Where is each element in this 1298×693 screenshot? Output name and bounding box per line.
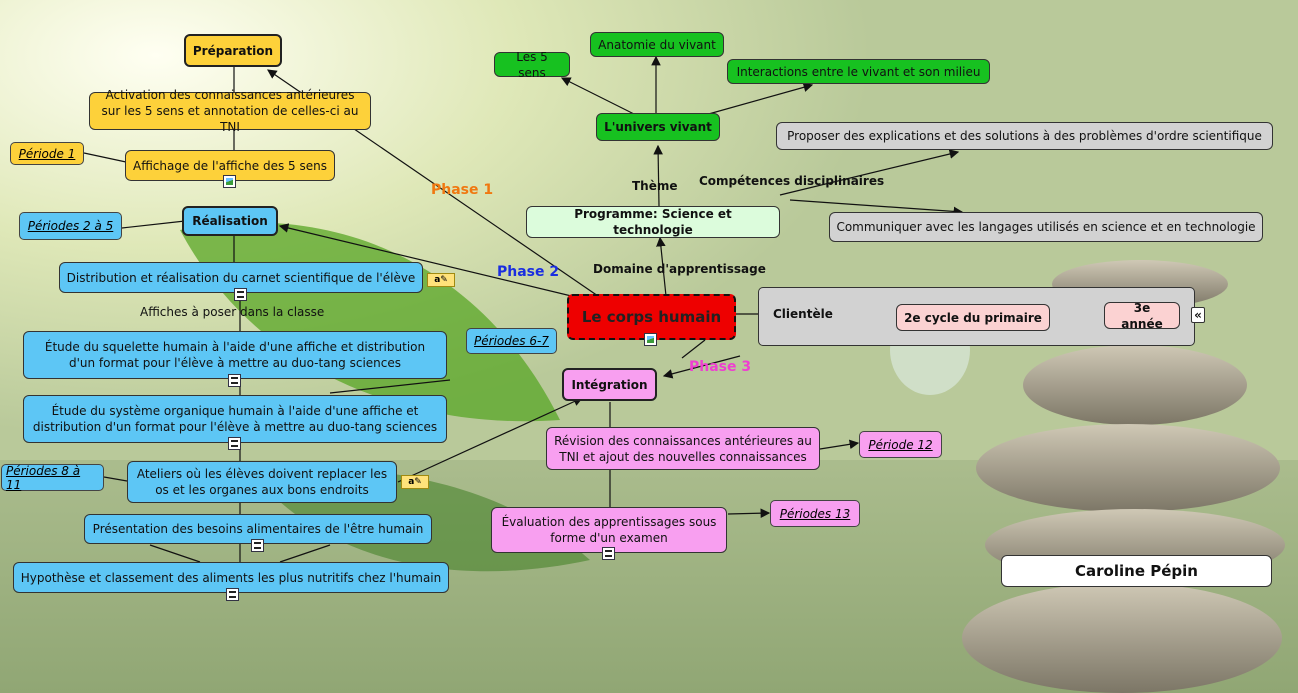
univers-vivant-node[interactable]: L'univers vivant — [596, 113, 720, 141]
collapse-button[interactable]: « — [1191, 307, 1205, 323]
domaine-label: Domaine d'apprentissage — [593, 262, 766, 276]
document-icon[interactable] — [226, 588, 239, 601]
periodes-8-11-link[interactable]: Périodes 8 à 11 — [1, 464, 104, 492]
besoins-node[interactable]: Présentation des besoins alimentaires de… — [84, 514, 432, 544]
systeme-node[interactable]: Étude du système organique humain à l'ai… — [23, 395, 447, 443]
competences-label: Compétences disciplinaires — [699, 174, 885, 188]
document-icon[interactable] — [234, 288, 247, 301]
proposer-node[interactable]: Proposer des explications et des solutio… — [776, 122, 1273, 150]
document-icon[interactable] — [251, 539, 264, 552]
periode-12-link[interactable]: Période 12 — [859, 431, 942, 458]
evaluation-node[interactable]: Évaluation des apprentissages sous forme… — [491, 507, 727, 553]
programme-node[interactable]: Programme: Science et technologie — [526, 206, 780, 238]
clientele-label: Clientèle — [773, 307, 833, 321]
periode-1-link[interactable]: Période 1 — [10, 142, 84, 165]
phase-1-label: Phase 1 — [431, 182, 494, 198]
preparation-node[interactable]: Préparation — [184, 34, 282, 67]
cinq-sens-node[interactable]: Les 5 sens — [494, 50, 570, 80]
periodes-2-5-link[interactable]: Périodes 2 à 5 — [19, 212, 122, 240]
phase-3-label: Phase 3 — [689, 359, 752, 375]
hypothese-node[interactable]: Hypothèse et classement des aliments les… — [13, 562, 449, 593]
communiquer-node[interactable]: Communiquer avec les langages utilisés e… — [829, 212, 1263, 242]
author-box: Caroline Pépin — [1001, 555, 1272, 587]
distribution-node[interactable]: Distribution et réalisation du carnet sc… — [59, 262, 423, 293]
squelette-node[interactable]: Étude du squelette humain à l'aide d'une… — [23, 331, 447, 379]
interactions-node[interactable]: Interactions entre le vivant et son mili… — [727, 59, 990, 84]
image-icon[interactable] — [223, 175, 236, 188]
document-icon[interactable] — [228, 374, 241, 387]
central-topic[interactable]: Le corps humain — [567, 294, 736, 340]
revision-node[interactable]: Révision des connaissances antérieures a… — [546, 427, 820, 470]
phase-2-label: Phase 2 — [497, 264, 560, 280]
image-icon[interactable] — [644, 333, 657, 346]
note-icon[interactable]: a✎ — [401, 475, 429, 489]
anatomie-node[interactable]: Anatomie du vivant — [590, 32, 724, 57]
integration-node[interactable]: Intégration — [562, 368, 657, 401]
annee-node[interactable]: 3e année — [1104, 301, 1180, 331]
document-icon[interactable] — [228, 437, 241, 450]
affiches-label: Affiches à poser dans la classe — [140, 305, 325, 319]
document-icon[interactable] — [602, 547, 615, 560]
ateliers-node[interactable]: Ateliers où les élèves doivent replacer … — [127, 461, 397, 503]
periodes-6-7-link[interactable]: Périodes 6-7 — [466, 328, 557, 354]
note-icon[interactable]: a✎ — [427, 273, 455, 287]
activation-node[interactable]: Activation des connaissances antérieures… — [89, 88, 371, 134]
periodes-13-link[interactable]: Périodes 13 — [770, 500, 860, 527]
theme-label: Thème — [632, 179, 678, 193]
cycle-node[interactable]: 2e cycle du primaire — [896, 304, 1050, 331]
realisation-node[interactable]: Réalisation — [182, 206, 278, 236]
